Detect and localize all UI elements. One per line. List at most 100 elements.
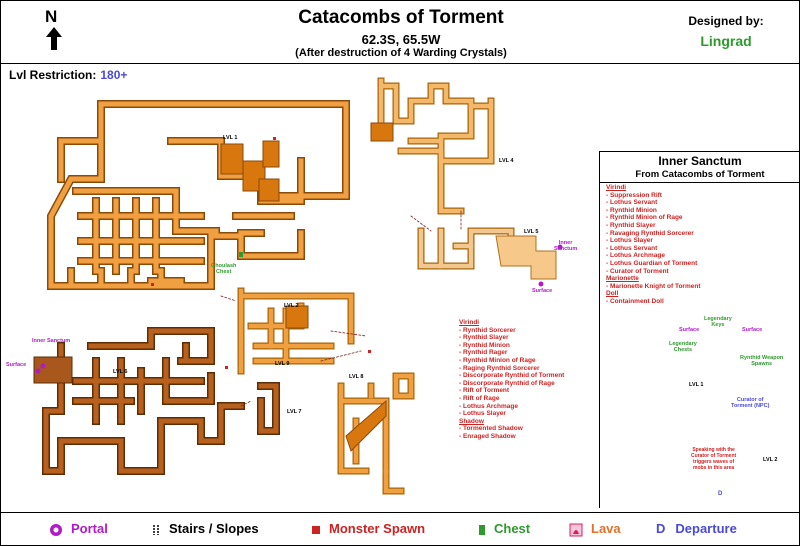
sanctum-doll-list: - Containment Doll <box>606 298 700 306</box>
legend-chest: Chest <box>478 521 530 536</box>
level-7-label: LVL 7 <box>287 409 302 415</box>
center-virindi-item: - Lothus Archmage <box>459 402 518 410</box>
legendary-chests-label: Legendary Chests <box>669 341 697 353</box>
center-virindi-item: - Discorporate Rynthid of Rage <box>459 379 555 387</box>
sanctum-level-2-label: LVL 2 <box>763 457 778 463</box>
legendary-keys-label: Legendary Keys <box>704 316 732 328</box>
sanctum-doll-header: Doll <box>606 290 619 298</box>
map-subtitle: (After destruction of 4 Warding Crystals… <box>295 47 507 59</box>
sanctum-level-1-label: LVL 1 <box>689 382 704 388</box>
level-5-room <box>495 235 557 280</box>
chest-icon <box>479 524 485 535</box>
level-4-label: LVL 4 <box>499 158 514 164</box>
sanctum-virindi-item: - Suppression Rift <box>606 191 662 199</box>
monster-spawn-icon <box>312 525 320 534</box>
level-1-rooms <box>220 140 280 202</box>
header-divider <box>1 63 799 64</box>
level-9-label: LVL 9 <box>275 361 290 367</box>
center-shadow-item: - Enraged Shadow <box>459 432 516 440</box>
map-legend: Portal Stairs / Slopes Monster Spawn Che… <box>1 515 799 543</box>
legend-spawn-label: Monster Spawn <box>329 521 426 536</box>
level-1-label: LVL 1 <box>223 135 238 141</box>
center-virindi-item: - Rynthid Rager <box>459 349 508 357</box>
sanctum-virindi-item: - Curator of Torment <box>606 267 669 275</box>
departure-letter-icon: D <box>656 521 666 536</box>
sanctum-departure-marker: D <box>718 491 723 497</box>
level-restriction-value: 180+ <box>100 68 128 82</box>
center-virindi-item: - Raging Rynthid Sorcerer <box>459 364 540 372</box>
level-5-label: LVL 5 <box>524 229 539 235</box>
inner-sanctum-title: Inner Sanctum <box>658 154 742 168</box>
sanctum-virindi-item: - Rynthid Minion of Rage <box>606 214 683 222</box>
center-shadow-header: Shadow <box>459 417 484 425</box>
sanctum-marionette-header: Marionette <box>606 275 639 283</box>
level-6-room <box>33 356 73 384</box>
level-6-label: LVL 6 <box>113 369 128 375</box>
center-virindi-item: - Rynthid Minion of Rage <box>459 356 536 364</box>
sanctum-virindi-item: - Lothus Guardian of Torment <box>606 259 698 267</box>
level-restriction-label: Lvl Restriction: <box>9 68 97 82</box>
legend-lava-label: Lava <box>591 521 621 536</box>
sanctum-marionette-item: - Marionette Knight of Torment <box>606 282 701 290</box>
sanctum-virindi-item: - Ravaging Rynthid Sorcerer <box>606 229 694 237</box>
sanctum-virindi-list: - Suppression Rift- Lothus Servant- Rynt… <box>606 192 700 276</box>
legend-stairs: Stairs / Slopes <box>151 521 259 537</box>
sanctum-virindi-item: - Lothus Servant <box>606 244 658 252</box>
speaking-note: Speaking with the Curator of Torment tri… <box>691 447 737 471</box>
legend-lava: Lava <box>569 521 621 537</box>
center-virindi-item: - Discorporate Rynthid of Torment <box>459 372 565 380</box>
center-monster-list: Virindi - Rynthid Sorcerer- Rynthid Slay… <box>459 319 564 441</box>
designed-by-label: Designed by: <box>688 14 764 28</box>
sanctum-doll-item: - Containment Doll <box>606 297 664 305</box>
north-label: N <box>45 7 58 26</box>
sanctum-virindi-item: - Lothus Servant <box>606 199 658 207</box>
inner-sanctum-portal-label: Inner Sanctum <box>554 240 578 252</box>
inner-sanctum-monster-list: Virindi - Suppression Rift- Lothus Serva… <box>606 184 700 306</box>
inner-sanctum-left-label: Inner Sanctum <box>32 338 71 344</box>
legend-portal-label: Portal <box>71 521 108 536</box>
legend-chest-label: Chest <box>494 521 531 536</box>
center-virindi-list: - Rynthid Sorcerer- Rynthid Slayer- Rynt… <box>459 327 564 418</box>
level-restriction: Lvl Restriction:180+ <box>9 68 127 82</box>
legend-monster-spawn: Monster Spawn <box>311 521 425 536</box>
center-virindi-item: - Lothus Slayer <box>459 410 506 418</box>
legend-divider <box>1 512 799 513</box>
map-coordinates: 62.3S, 65.5W <box>361 32 441 47</box>
level-8-label: LVL 8 <box>349 374 364 380</box>
portal-icon <box>50 523 62 536</box>
surface-portal-label: Surface <box>532 288 553 294</box>
map-title: Catacombs of Torment <box>298 7 504 28</box>
center-virindi-header: Virindi <box>459 319 480 326</box>
center-virindi-item: - Rift of Torment <box>459 387 510 395</box>
sanctum-surface-left-label: Surface <box>679 327 700 333</box>
north-arrow-icon <box>46 27 62 50</box>
lava-icon <box>569 523 583 537</box>
level-2-label: LVL 2 <box>284 303 299 309</box>
weapon-spawns-label: Rynthid Weapon Spawns <box>740 355 784 367</box>
surface-left-label: Surface <box>6 362 27 368</box>
inner-sanctum-subtitle: From Catacombs of Torment <box>635 169 765 180</box>
legend-stairs-label: Stairs / Slopes <box>169 521 259 536</box>
sanctum-virindi-header: Virindi <box>606 184 627 191</box>
center-virindi-item: - Rynthid Slayer <box>459 334 509 342</box>
center-virindi-item: - Rift of Rage <box>459 394 500 402</box>
level-connectors <box>220 210 462 407</box>
inner-sanctum-panel: Inner Sanctum From Catacombs of Torment … <box>599 151 799 508</box>
sanctum-virindi-item: - Rynthid Minion <box>606 206 657 214</box>
designer-name: Lingrad <box>700 33 752 49</box>
sanctum-virindi-item: - Rynthid Slayer <box>606 221 656 229</box>
center-shadow-list: - Tormented Shadow- Enraged Shadow <box>459 425 564 440</box>
center-shadow-item: - Tormented Shadow <box>459 425 523 433</box>
sanctum-virindi-item: - Lothus Archmage <box>606 252 665 260</box>
legend-departure-label: Departure <box>675 521 737 536</box>
center-virindi-item: - Rynthid Minion <box>459 341 510 349</box>
stairs-icon <box>153 524 159 535</box>
legend-portal: Portal <box>49 521 108 537</box>
sanctum-virindi-item: - Lothus Slayer <box>606 237 653 245</box>
ghoulash-chest-label: Ghoulash Chest <box>211 263 237 275</box>
legend-departure: D Departure <box>656 521 737 536</box>
inner-sanctum-divider <box>600 182 799 183</box>
sanctum-surface-right-label: Surface <box>742 327 763 333</box>
center-virindi-item: - Rynthid Sorcerer <box>459 326 516 334</box>
